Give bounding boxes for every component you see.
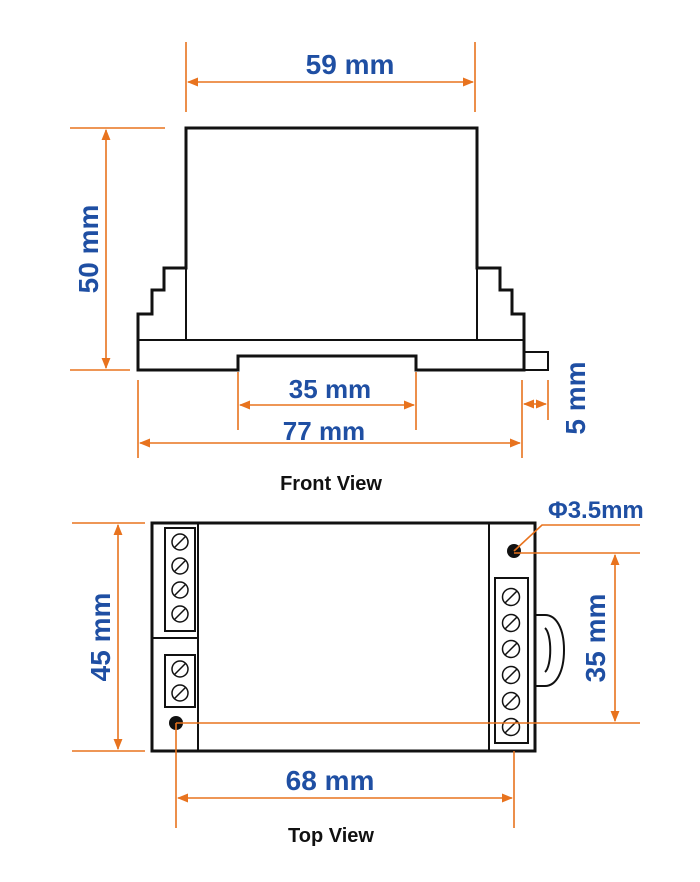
terminal-screw-slot (173, 583, 187, 597)
front-din-clip (524, 351, 549, 371)
terminal-screw-slot (173, 662, 187, 676)
top-din-clip-inner (544, 627, 552, 673)
terminal-screw-slot (504, 694, 518, 708)
terminal-screw-slot (173, 607, 187, 621)
top-view: Φ3.5mm 45 mm 68 mm 35 mm Top View (72, 497, 644, 847)
terminal-screw-slot (504, 590, 518, 604)
terminal-screw-slot (504, 642, 518, 656)
top-body-outline (150, 521, 537, 753)
left-terminal-screws (171, 533, 189, 623)
dim-rail-top: 35 mm (580, 594, 611, 683)
right-terminal-screws (501, 587, 521, 737)
dim-rail-front: 35 mm (289, 374, 371, 404)
front-housing-outline (136, 126, 526, 372)
dim-width-top: 59 mm (306, 49, 395, 80)
left-small-terminal-block (164, 654, 196, 708)
terminal-screw-slot (173, 535, 187, 549)
dim-width-total: 77 mm (283, 416, 365, 446)
hole-leader (513, 524, 640, 552)
top-view-caption: Top View (288, 825, 374, 847)
front-view-caption: Front View (280, 473, 382, 495)
dim-clip: 5 mm (560, 361, 591, 434)
front-rail-notches (237, 356, 417, 362)
left-small-terminal-screws (171, 660, 189, 702)
front-view: 59 mm 50 mm 35 mm 77 mm 5 mm Front View (70, 42, 591, 495)
terminal-screw-slot (173, 559, 187, 573)
dim-height: 50 mm (73, 205, 104, 294)
dim-hole-diameter: Φ3.5mm (548, 497, 644, 524)
left-terminal-block (164, 527, 196, 632)
terminal-screw-slot (504, 616, 518, 630)
dim-height-top: 45 mm (85, 593, 116, 682)
dim-hole-pitch: 68 mm (286, 765, 375, 796)
right-terminal-block (494, 577, 529, 744)
terminal-screw-slot (173, 686, 187, 700)
top-din-clip (535, 614, 566, 687)
terminal-screw-slot (504, 668, 518, 682)
